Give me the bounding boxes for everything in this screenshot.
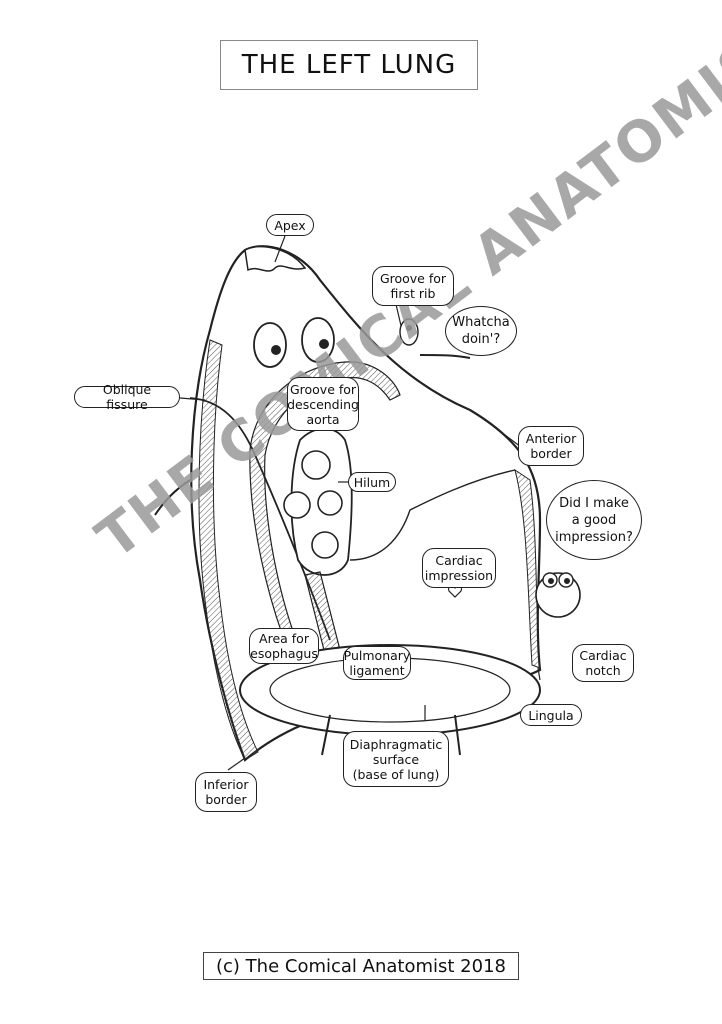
label-anterior-border: Anterior border	[518, 426, 584, 466]
label-diaphragmatic-surface: Diaphragmatic surface (base of lung)	[343, 731, 449, 787]
label-area-esophagus: Area for esophagus	[249, 628, 319, 664]
right-leg	[454, 714, 461, 756]
copyright-footer: (c) The Comical Anatomist 2018	[203, 952, 519, 980]
first-rib-character	[399, 318, 419, 346]
label-oblique-fissure: Oblique fissure	[74, 382, 180, 412]
anterior-border-hatch	[514, 468, 541, 669]
left-leg	[321, 714, 331, 756]
label-groove-first-rib: Groove for first rib	[372, 266, 454, 306]
label-lingula: Lingula	[520, 704, 582, 726]
left-eye	[253, 322, 287, 368]
bronchus	[301, 450, 331, 480]
speech-bubble-impression: Did I make a good impression?	[546, 480, 642, 560]
left-pupil	[271, 345, 281, 355]
heart-character	[535, 572, 581, 618]
label-hilum: Hilum	[348, 472, 396, 492]
right-arm	[419, 354, 471, 359]
label-cardiac-impression: Cardiac impression	[422, 548, 496, 588]
posterior-border-hatch	[198, 339, 259, 761]
left-arm	[154, 479, 191, 516]
speech-bubble-whatcha: Whatcha doin'?	[445, 306, 517, 356]
page-title: THE LEFT LUNG	[220, 40, 478, 90]
right-eye	[301, 317, 335, 363]
label-cardiac-notch: Cardiac notch	[572, 644, 634, 682]
label-inferior-border: Inferior border	[195, 772, 257, 812]
cardiac-impression-curve	[349, 469, 516, 561]
right-pupil	[319, 339, 329, 349]
label-pulmonary-ligament: Pulmonary ligament	[343, 646, 411, 680]
pulmonary-vein-upper	[317, 490, 343, 516]
pulmonary-vein-lower	[311, 531, 339, 559]
label-apex: Apex	[266, 214, 314, 236]
label-groove-descending-aorta: Groove for descending aorta	[287, 377, 359, 431]
apex-cap	[244, 245, 307, 272]
pulmonary-artery	[283, 491, 311, 519]
